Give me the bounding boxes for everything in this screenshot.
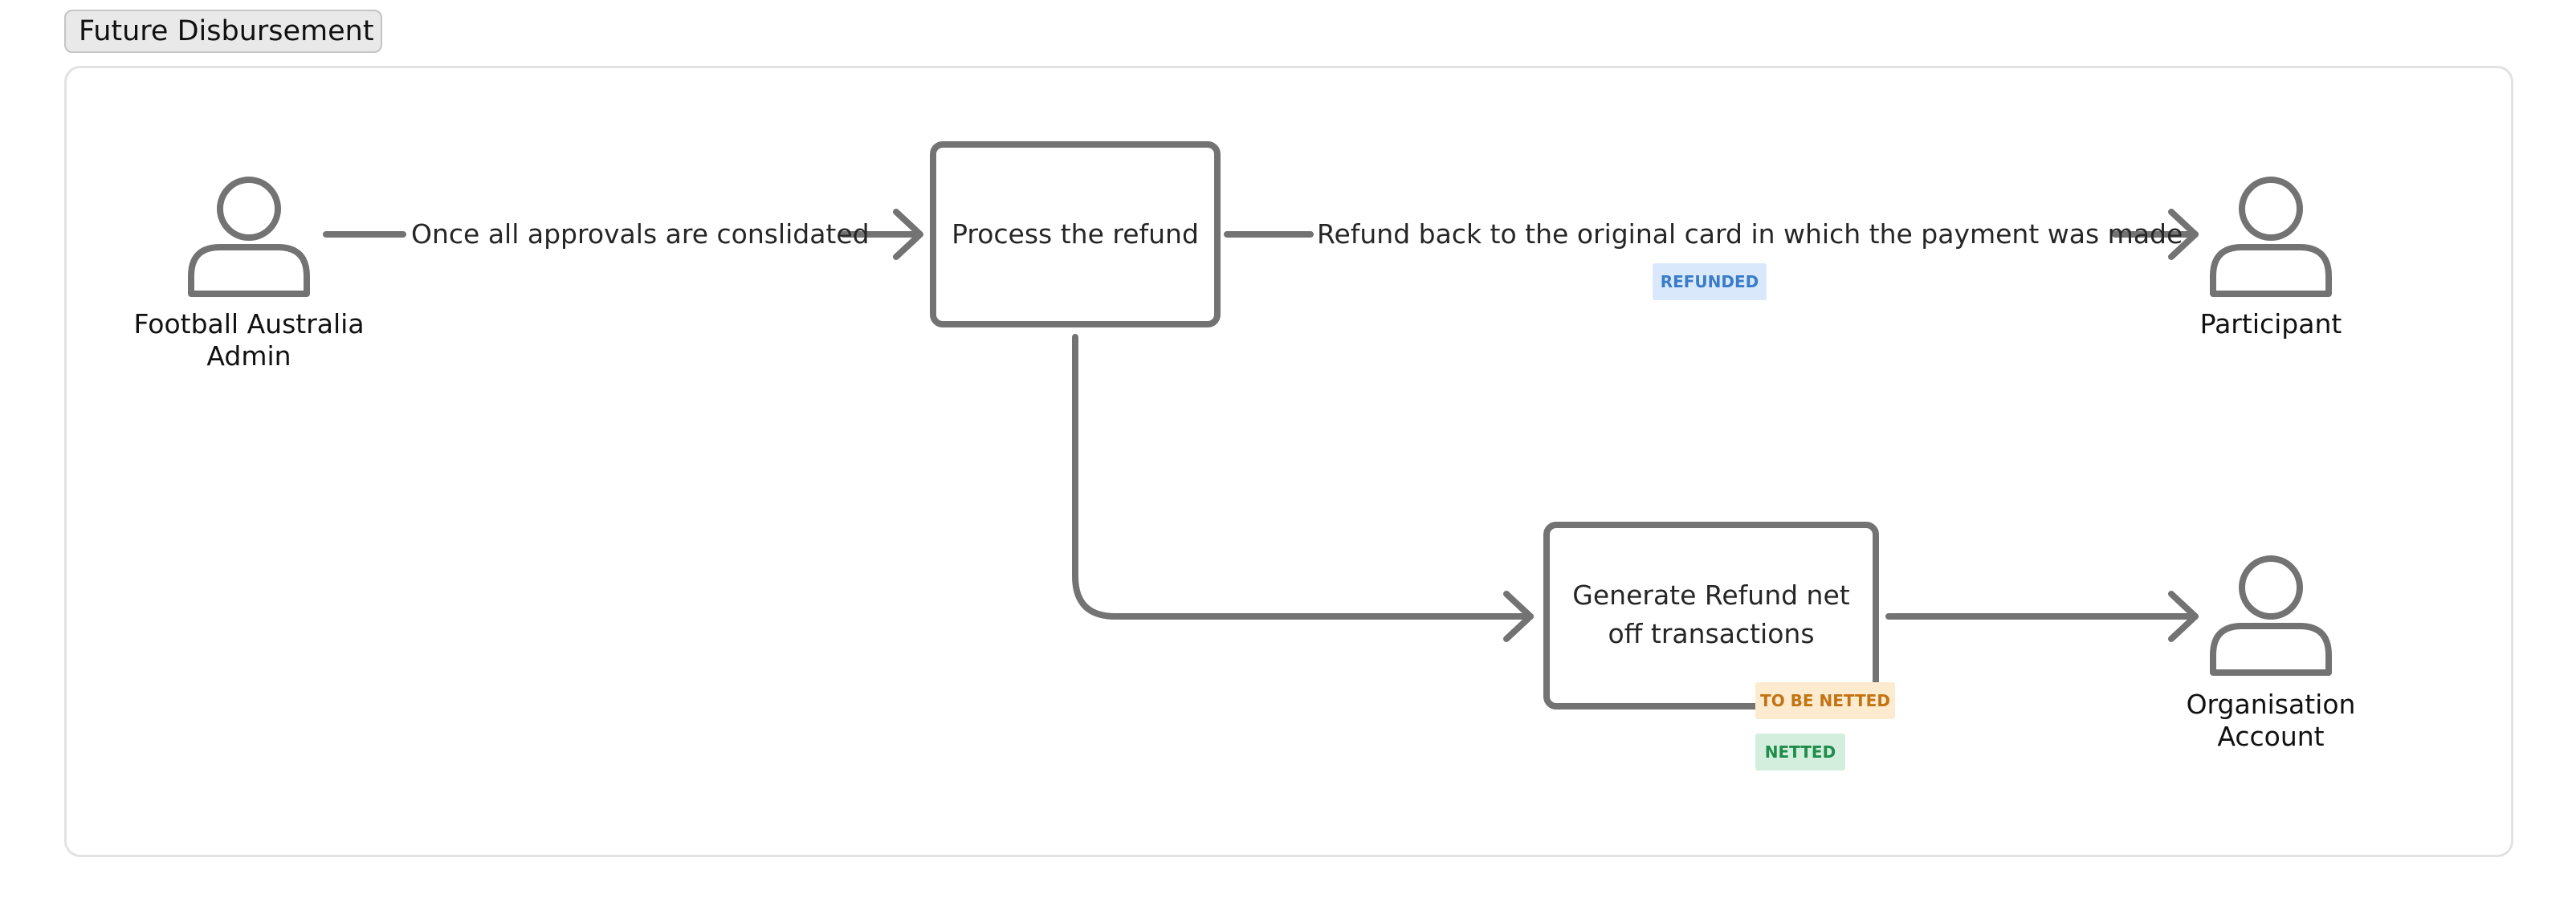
generate-netoff-label: Generate Refund net off transactions <box>1553 576 1869 653</box>
actor-name-admin-line2: Admin <box>206 340 291 372</box>
edge-admin-to-process <box>323 209 923 260</box>
process-refund-box <box>930 141 1221 327</box>
actor-name-admin-line1: Football Australia <box>133 308 365 340</box>
arrowhead-icon <box>2168 209 2199 260</box>
edge-label-approvals: Once all approvals are conslidated <box>411 218 870 250</box>
status-badge-netted: NETTED <box>1755 734 1845 771</box>
edge-process-to-participant <box>1224 209 2199 260</box>
diagram-title: Future Disbursement <box>64 10 382 53</box>
actor-name-participant-line1: Participant <box>2199 308 2342 340</box>
edge-label-refund-to-card: Refund back to the original card in whic… <box>1317 218 2183 250</box>
arrowhead-icon <box>1503 591 1534 642</box>
actor-name-organisation-line1: Organisation <box>2186 689 2356 720</box>
diagram-frame <box>64 66 2513 857</box>
admin-person-icon <box>188 177 310 297</box>
actor-name-organisation-line2: Account <box>2217 721 2325 752</box>
arrowhead-icon <box>2168 591 2199 642</box>
actor-name-organisation: Organisation Account <box>2142 689 2399 753</box>
actor-name-participant: Participant <box>2142 308 2399 340</box>
status-badge-to-be-netted: TO BE NETTED <box>1755 682 1895 719</box>
participant-person-icon <box>2210 177 2332 297</box>
actor-name-admin: Football Australia Admin <box>120 308 377 372</box>
arrowhead-icon <box>893 209 923 260</box>
generate-netoff-line2: off transactions <box>1608 618 1815 649</box>
status-badge-refunded: REFUNDED <box>1653 263 1767 300</box>
edge-netoff-to-organisation <box>1885 591 2199 642</box>
process-refund-label: Process the refund <box>940 215 1211 254</box>
process-refund-line1: Process the refund <box>952 218 1199 250</box>
edge-process-to-netoff <box>1072 334 1534 642</box>
organisation-person-icon <box>2210 555 2332 676</box>
generate-netoff-line1: Generate Refund net <box>1572 579 1850 611</box>
generate-netoff-box <box>1543 522 1879 710</box>
